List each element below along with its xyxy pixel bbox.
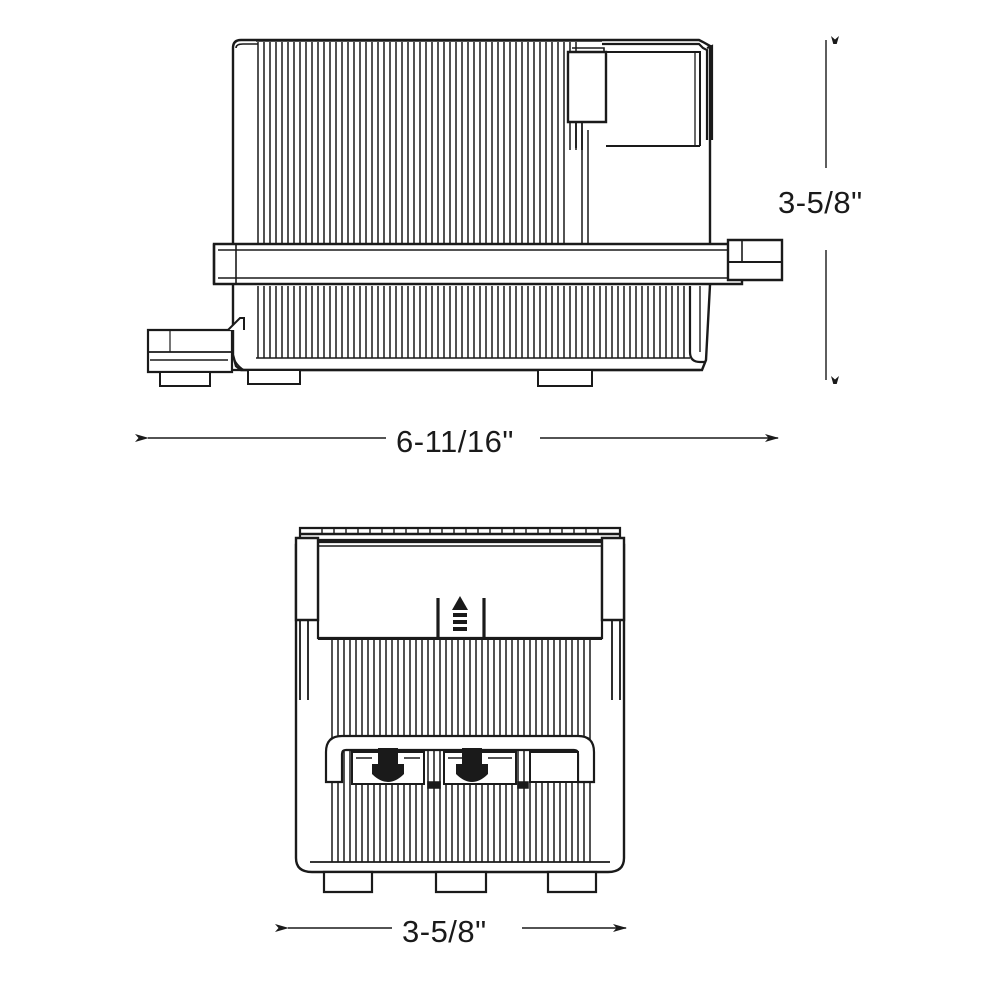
front-foot-right — [546, 870, 598, 894]
side-foot-left — [159, 371, 211, 387]
front-view-group — [294, 526, 626, 894]
dimension-label-width: 6-11/16" — [396, 424, 514, 459]
front-right-rail — [600, 536, 626, 622]
side-foot-mid — [247, 369, 301, 385]
up-arrow-marker — [452, 596, 468, 631]
front-foot-left — [322, 870, 374, 894]
front-foot-mid — [434, 870, 488, 894]
dimension-label-height: 3-5/8" — [778, 185, 863, 220]
side-lower-fins — [257, 286, 685, 358]
side-upper-fins — [257, 42, 589, 243]
front-left-rail — [294, 536, 320, 622]
connector-blank-bay — [529, 751, 579, 783]
front-top-serrations — [321, 528, 599, 534]
dimension-label-depth: 3-5/8" — [402, 914, 487, 949]
side-view-group — [146, 38, 784, 387]
side-foot-right — [537, 369, 593, 387]
